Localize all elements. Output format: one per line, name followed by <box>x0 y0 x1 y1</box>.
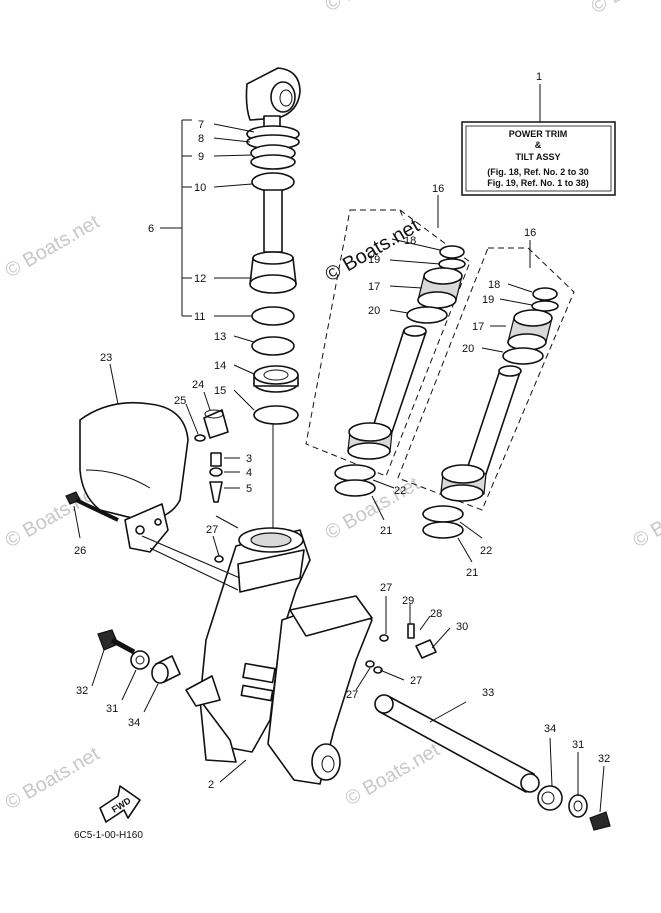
callout-29: 29 <box>402 595 414 607</box>
callout-31-left: 31 <box>106 703 118 715</box>
callout-18-right: 18 <box>488 279 500 291</box>
callout-19-right: 19 <box>482 294 494 306</box>
callout-12: 12 <box>194 273 206 285</box>
callout-26: 26 <box>74 545 86 557</box>
callout-7: 7 <box>198 119 204 131</box>
watermark-2: © Boats.net <box>2 211 104 283</box>
title-line-2: & <box>535 140 542 150</box>
callout-27-a: 27 <box>206 524 218 536</box>
callout-4: 4 <box>246 467 252 479</box>
callout-22-right: 22 <box>480 545 492 557</box>
callout-32-left: 32 <box>76 685 88 697</box>
watermark-8: © Boats.net <box>630 481 661 553</box>
watermark-7: © Boats.net <box>588 0 661 18</box>
callout-27-d: 27 <box>410 675 422 687</box>
tilt-tube <box>91 629 611 831</box>
callout-22-left: 22 <box>394 485 406 497</box>
watermark-1: © Boats.net <box>322 0 424 16</box>
callout-28: 28 <box>430 608 442 620</box>
reservoir-cover <box>79 363 189 553</box>
trim-seals <box>334 238 533 563</box>
main-body <box>141 527 451 785</box>
callout-34-right: 34 <box>544 723 556 735</box>
callout-18-left: 18 <box>404 235 416 247</box>
callout-23: 23 <box>100 352 112 364</box>
callout-25: 25 <box>174 395 186 407</box>
title-line-1: POWER TRIM <box>509 129 568 139</box>
callout-5: 5 <box>246 483 252 495</box>
bracket-6 <box>160 119 255 411</box>
callout-10: 10 <box>194 182 206 194</box>
callout-24: 24 <box>192 379 204 391</box>
callout-3: 3 <box>246 453 252 465</box>
callout-11: 11 <box>194 311 205 323</box>
callout-17-left: 17 <box>368 281 380 293</box>
callout-30: 30 <box>456 621 468 633</box>
callout-33: 33 <box>482 687 494 699</box>
callout-13: 13 <box>214 331 226 343</box>
title-line-3: TILT ASSY <box>516 152 561 162</box>
callout-16-left: 16 <box>432 183 444 195</box>
callout-21-right: 21 <box>466 567 478 579</box>
callout-14: 14 <box>214 360 226 372</box>
watermark-main: © Boats.net <box>322 215 424 287</box>
watermark-6: © Boats.net <box>342 739 444 811</box>
callout-16-right: 16 <box>524 227 536 239</box>
callout-8: 8 <box>198 133 204 145</box>
callout-1: 1 <box>536 71 542 83</box>
callout-labels: 7 8 9 10 6 12 11 13 14 15 16 16 18 19 17… <box>74 119 610 791</box>
callout-31-right: 31 <box>572 739 584 751</box>
callout-34-left: 34 <box>128 717 140 729</box>
small-parts <box>65 391 240 563</box>
callout-21-left: 21 <box>380 525 392 537</box>
title-box: 1 POWER TRIM & TILT ASSY (Fig. 18, Ref. … <box>461 71 616 196</box>
callout-32-right: 32 <box>598 753 610 765</box>
callout-2: 2 <box>208 779 214 791</box>
callout-20-right: 20 <box>462 343 474 355</box>
trim-cylinder-right <box>397 240 575 511</box>
callout-27-c: 27 <box>346 689 358 701</box>
diagram-code: 6C5-1-00-H160 <box>74 830 143 841</box>
callout-6: 6 <box>148 223 154 235</box>
callout-15: 15 <box>214 385 226 397</box>
tilt-cylinder <box>245 67 301 530</box>
title-line-5: Fig. 19, Ref. No. 1 to 38) <box>487 178 589 188</box>
callout-17-right: 17 <box>472 321 484 333</box>
fwd-arrow <box>99 785 141 823</box>
callout-9: 9 <box>198 151 204 163</box>
trim-cylinder-left <box>305 195 471 477</box>
title-line-4: (Fig. 18, Ref. No. 2 to 30 <box>487 167 589 177</box>
callout-19-left: 19 <box>368 254 380 266</box>
watermark-4: © Boats.net <box>2 743 104 815</box>
callout-20-left: 20 <box>368 305 380 317</box>
callout-27-b: 27 <box>380 582 392 594</box>
